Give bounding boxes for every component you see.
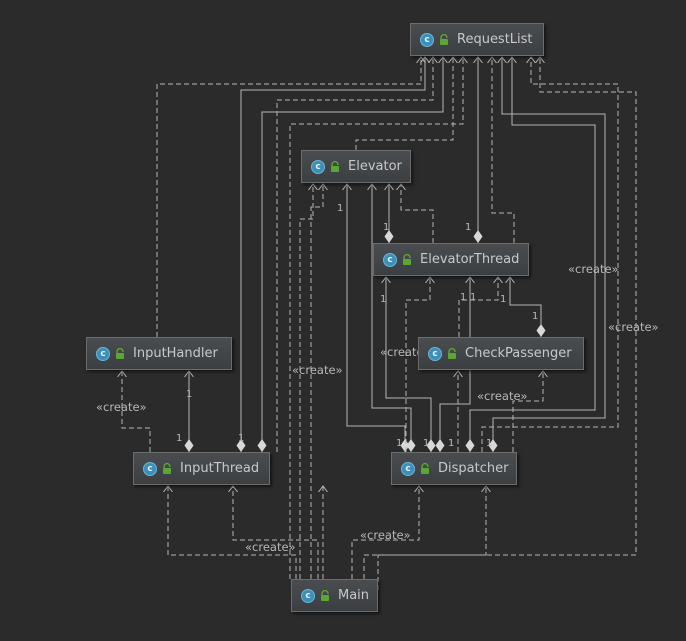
dependency-edge	[310, 184, 323, 579]
dependency-edge	[363, 486, 486, 579]
multiplicity-label: 1	[238, 433, 244, 444]
lock-icon	[331, 160, 339, 172]
lock-icon	[403, 253, 411, 265]
dependency-edge	[355, 57, 453, 150]
class-check-passenger[interactable]: c CheckPassenger	[418, 337, 584, 370]
dependency-edge	[377, 57, 637, 590]
multiplicity-label: 1	[470, 292, 476, 303]
class-icon: c	[420, 32, 434, 47]
create-stereotype-label: «create»	[568, 262, 619, 276]
association-edge	[510, 277, 541, 337]
class-icon: c	[311, 159, 325, 174]
dependency-edge	[233, 486, 319, 579]
dependency-edge	[458, 277, 498, 337]
class-name: Dispatcher	[438, 461, 509, 476]
multiplicity-label: 1	[500, 294, 506, 305]
lock-icon	[421, 462, 429, 474]
class-name: CheckPassenger	[465, 346, 572, 361]
lock-icon	[440, 33, 448, 45]
class-name: InputThread	[180, 461, 260, 476]
class-name: Main	[338, 588, 370, 603]
class-icon: c	[301, 588, 315, 603]
dependency-edge	[512, 371, 543, 452]
lock-icon	[116, 347, 124, 359]
class-icon: c	[401, 461, 415, 476]
multiplicity-label: 1	[380, 294, 386, 305]
dependency-edge	[492, 57, 515, 243]
association-edge	[386, 277, 431, 452]
class-name: ElevatorThread	[420, 252, 520, 267]
association-edge	[372, 184, 411, 452]
class-elevator[interactable]: c Elevator	[301, 150, 411, 183]
class-request-list[interactable]: c RequestList	[410, 23, 544, 56]
class-input-thread[interactable]: c InputThread	[133, 452, 270, 485]
class-name: RequestList	[457, 32, 533, 47]
create-stereotype-label: «create»	[360, 528, 411, 542]
class-icon: c	[96, 346, 110, 361]
lock-icon	[163, 462, 171, 474]
create-stereotype-label: «create»	[96, 400, 147, 414]
create-stereotype-label: «create»	[608, 320, 659, 334]
association-edge	[262, 57, 443, 452]
multiplicity-label: 1	[486, 438, 492, 449]
dependency-edge	[401, 184, 434, 243]
create-stereotype-label: «create»	[380, 345, 431, 359]
create-stereotype-label: «create»	[477, 389, 528, 403]
class-main[interactable]: c Main	[291, 579, 378, 612]
dependency-edge	[299, 184, 313, 579]
multiplicity-label: 1	[465, 222, 471, 233]
dependency-edge	[405, 277, 430, 452]
multiplicity-label: 1	[396, 438, 402, 449]
class-icon: c	[143, 461, 157, 476]
class-name: Elevator	[348, 159, 402, 174]
dependency-edge	[351, 486, 419, 579]
multiplicity-label: 1	[337, 203, 343, 214]
class-elevator-thread[interactable]: c ElevatorThread	[373, 243, 529, 276]
multiplicity-label: 1	[176, 433, 182, 444]
multiplicity-label: 1	[448, 438, 454, 449]
lock-icon	[321, 589, 329, 601]
class-dispatcher[interactable]: c Dispatcher	[391, 452, 517, 485]
class-name: InputHandler	[133, 346, 218, 361]
association-edge	[347, 184, 405, 452]
dependency-edge	[168, 486, 297, 579]
lock-icon	[448, 347, 456, 359]
dependency-edge	[122, 371, 151, 452]
multiplicity-label: 1	[383, 222, 389, 233]
create-stereotype-label: «create»	[292, 363, 343, 377]
create-stereotype-label: «create»	[245, 540, 296, 554]
multiplicity-label: 1	[532, 311, 538, 322]
dependency-edge	[289, 57, 463, 579]
multiplicity-label: 1	[460, 292, 466, 303]
class-icon: c	[428, 346, 442, 361]
multiplicity-label: 1	[186, 389, 192, 400]
class-icon: c	[383, 252, 397, 267]
class-input-handler[interactable]: c InputHandler	[86, 337, 232, 370]
multiplicity-label: 1	[423, 438, 429, 449]
